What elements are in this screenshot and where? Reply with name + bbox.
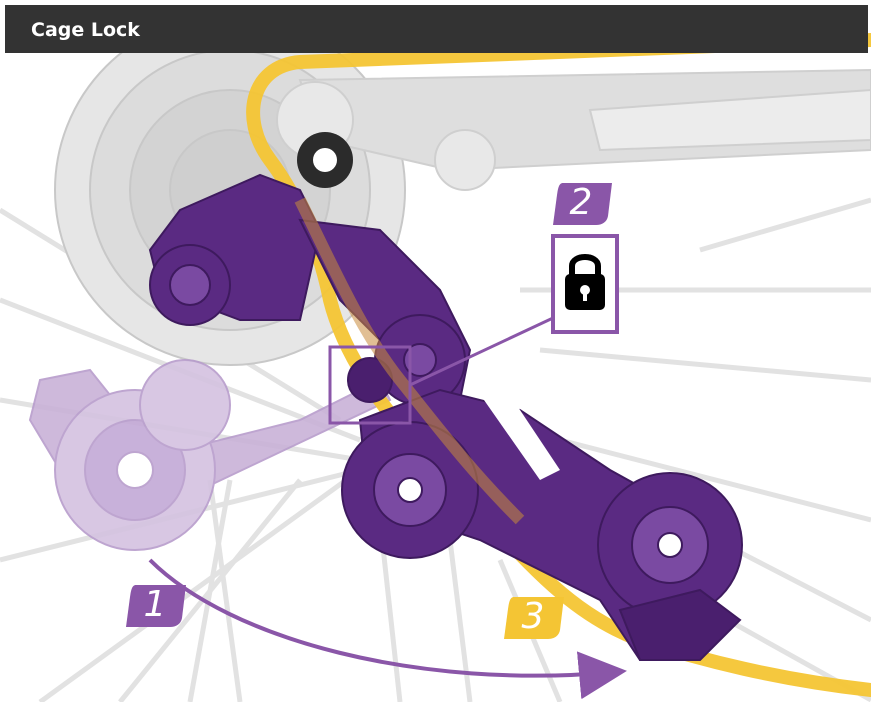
step-2-label: 2 [553,183,609,225]
small-black-cog [297,132,353,188]
derailleur [150,175,742,660]
page-title: Cage Lock [31,19,140,41]
step-3-label: 3 [504,597,562,639]
title-bar: Cage Lock [5,5,868,53]
step-1-label: 1 [126,585,184,627]
